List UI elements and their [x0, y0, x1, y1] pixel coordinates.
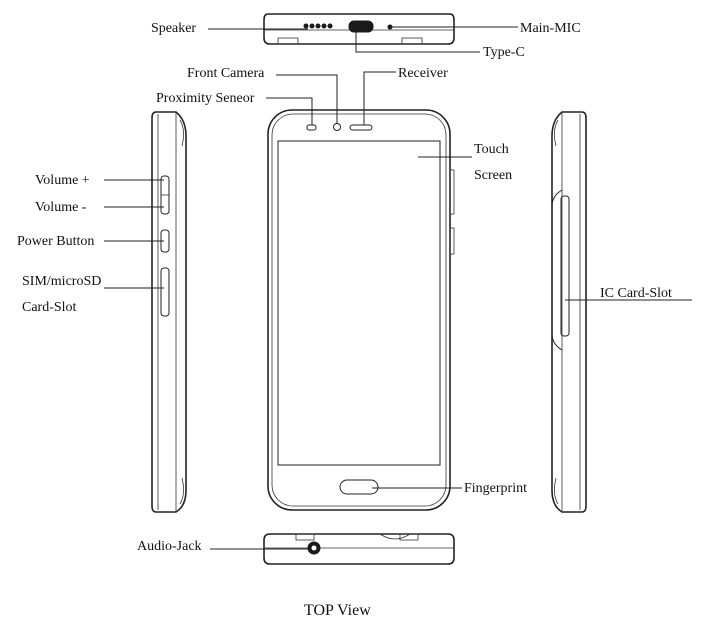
main-mic-label: Main-MIC	[520, 21, 581, 36]
fingerprint-sensor-icon	[339, 479, 379, 495]
speaker-label: Speaker	[151, 21, 197, 36]
right-side-view	[551, 111, 587, 513]
front-camera-label: Front Camera	[187, 66, 265, 81]
sim-slot-label-line1: SIM/microSD	[22, 274, 102, 289]
sim-slot-label-line2: Card-Slot	[22, 300, 77, 315]
volume-down-label: Volume -	[35, 200, 87, 215]
top-edge-view	[263, 533, 455, 565]
touch-screen-label-line1: Touch	[474, 142, 509, 157]
proximity-sensor-icon	[306, 124, 317, 131]
type-c-port-icon	[348, 20, 374, 33]
audio-jack-icon	[307, 541, 321, 555]
front-view	[267, 109, 455, 511]
volume-up-label: Volume +	[35, 173, 90, 188]
caption: TOP View	[304, 602, 371, 619]
ic-card-slot-icon	[560, 195, 570, 337]
touch-screen-area	[277, 140, 441, 466]
speaker-grille-icon	[303, 23, 333, 29]
ic-card-slot-label: IC Card-Slot	[600, 286, 672, 301]
leader-lines	[104, 26, 692, 550]
proximity-sensor-label: Proximity Seneor	[156, 91, 255, 106]
receiver-label: Receiver	[398, 66, 448, 81]
left-side-view	[151, 111, 187, 513]
front-camera-icon	[333, 123, 341, 131]
fingerprint-label: Fingerprint	[464, 481, 527, 496]
sim-slot-icon	[160, 267, 170, 317]
power-button-label: Power Button	[17, 234, 95, 249]
receiver-icon	[349, 124, 373, 131]
type-c-label: Type-C	[483, 45, 525, 60]
touch-screen-label-line2: Screen	[474, 168, 513, 183]
audio-jack-label: Audio-Jack	[137, 539, 202, 554]
